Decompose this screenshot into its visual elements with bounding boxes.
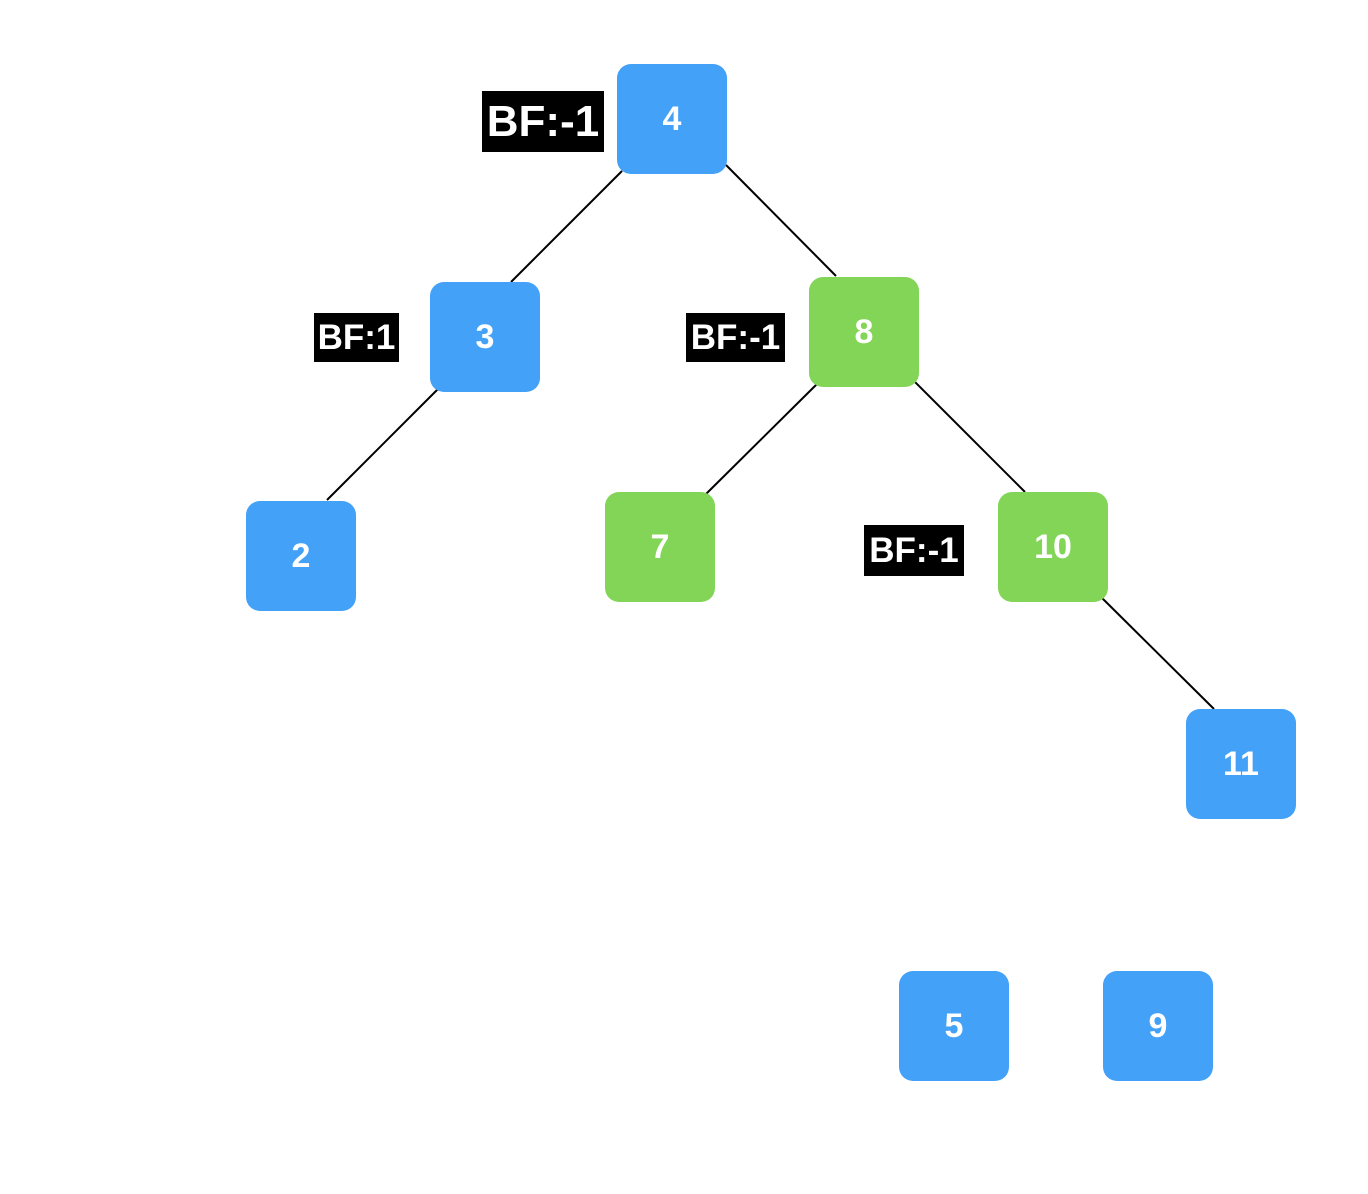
node-value: 7 — [650, 527, 670, 566]
edge-3-2 — [326, 388, 439, 501]
balance-factor-label-3: BF:1 — [314, 313, 399, 362]
edge-4-3 — [510, 170, 623, 283]
edge-10-11 — [1100, 596, 1215, 710]
node-value: 4 — [662, 99, 682, 138]
node-value: 5 — [944, 1006, 964, 1045]
balance-factor-label-10: BF:-1 — [864, 525, 964, 576]
balance-factor-label-4: BF:-1 — [482, 91, 604, 152]
node-value: 10 — [1034, 527, 1072, 566]
tree-node-7: 7 — [605, 492, 715, 602]
edge-4-8 — [725, 164, 837, 277]
tree-node-9: 9 — [1103, 971, 1213, 1081]
tree-node-10: 10 — [998, 492, 1108, 602]
tree-node-3: 3 — [430, 282, 540, 392]
edge-8-10 — [912, 379, 1026, 493]
node-value: 9 — [1148, 1006, 1168, 1045]
tree-node-5: 5 — [899, 971, 1009, 1081]
node-value: 2 — [291, 536, 311, 575]
edge-8-7 — [705, 383, 818, 495]
balance-factor-label-8: BF:-1 — [686, 313, 785, 362]
node-value: 3 — [475, 317, 495, 356]
tree-node-4: 4 — [617, 64, 727, 174]
tree-node-8: 8 — [809, 277, 919, 387]
node-value: 11 — [1223, 744, 1259, 783]
node-value: 8 — [854, 312, 874, 351]
tree-node-11: 11 — [1186, 709, 1296, 819]
tree-node-2: 2 — [246, 501, 356, 611]
